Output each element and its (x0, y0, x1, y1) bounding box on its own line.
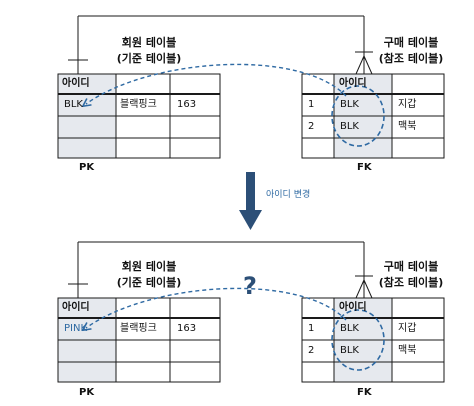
top-purchase-table (301, 73, 445, 159)
bottom-purchase-row1-id: BLK (340, 323, 359, 334)
top-purchase-row1-id: BLK (340, 99, 359, 110)
top-fk-highlight (331, 85, 385, 147)
bottom-pk-label: PK (79, 387, 95, 398)
change-arrow-label: 아이디 변경 (266, 190, 311, 200)
bottom-purchase-header: 아이디 (339, 302, 367, 313)
top-member-name: 블랙핑크 (120, 99, 157, 110)
top-purchase-row1-item: 지갑 (398, 99, 417, 110)
top-purchase-title: 구매 테이블 (참조 테이블) (378, 36, 444, 65)
bottom-fk-label: FK (357, 387, 372, 398)
bottom-member-name: 블랙핑크 (120, 323, 157, 334)
bottom-member-header: 아이디 (62, 302, 90, 313)
top-purchase-row2-item: 맥북 (398, 121, 417, 132)
top-pk-label: PK (79, 162, 95, 173)
top-purchase-header: 아이디 (339, 78, 367, 89)
bottom-member-id: PINK (64, 323, 88, 334)
top-purchase-row2-no: 2 (308, 121, 315, 132)
top-purchase-row2-id: BLK (340, 121, 359, 132)
bottom-section (57, 241, 445, 383)
top-purchase-row1-no: 1 (308, 99, 315, 110)
top-member-title: 회원 테이블 (기준 테이블) (116, 36, 182, 65)
bottom-purchase-row2-no: 2 (308, 345, 315, 356)
bottom-member-title: 회원 테이블 (기준 테이블) (116, 260, 182, 289)
question-mark: ? (243, 272, 257, 300)
bottom-reference-curve (86, 287, 347, 328)
bottom-purchase-row1-item: 지갑 (398, 323, 417, 334)
bottom-member-height: 163 (177, 323, 197, 334)
bottom-purchase-title: 구매 테이블 (참조 테이블) (378, 260, 444, 289)
top-relationship-line (68, 15, 373, 75)
top-fk-label: FK (357, 162, 372, 173)
change-arrow (239, 172, 262, 230)
bottom-purchase-table (301, 297, 445, 383)
top-member-height: 163 (177, 99, 197, 110)
top-member-table (57, 73, 221, 159)
top-member-id: BLK (64, 99, 83, 110)
bottom-fk-highlight (331, 309, 385, 371)
bottom-purchase-row1-no: 1 (308, 323, 315, 334)
top-section (57, 15, 445, 159)
top-member-header: 아이디 (62, 78, 90, 89)
bottom-purchase-row2-id: BLK (340, 345, 359, 356)
bottom-relationship-line (68, 241, 373, 299)
top-reference-curve (86, 63, 347, 104)
bottom-purchase-row2-item: 맥북 (398, 345, 417, 356)
